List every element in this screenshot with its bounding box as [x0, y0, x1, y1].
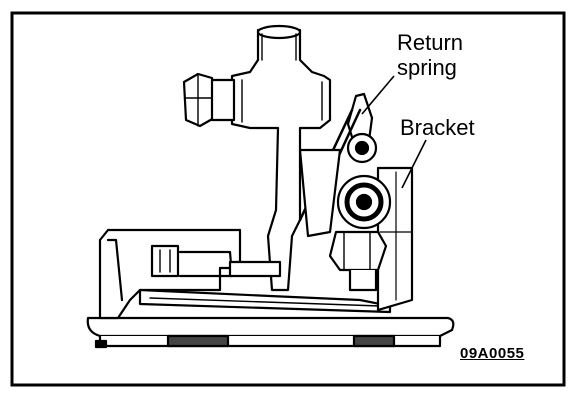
figure-code: 09A0055: [460, 345, 525, 362]
base-plate: [86, 316, 455, 338]
lower-bolt: [328, 230, 388, 272]
return-spring-label-line1: Return: [397, 30, 464, 55]
figure-frame: [10, 11, 566, 387]
hex-nut: [182, 72, 216, 128]
bracket-label: Bracket: [400, 115, 475, 140]
bracket-leader: [401, 139, 427, 189]
linkage-rails: [138, 288, 392, 314]
inner-lever: [298, 148, 342, 238]
return-spring-label-line2: spring: [397, 55, 457, 80]
return-spring-leader: [361, 75, 395, 115]
